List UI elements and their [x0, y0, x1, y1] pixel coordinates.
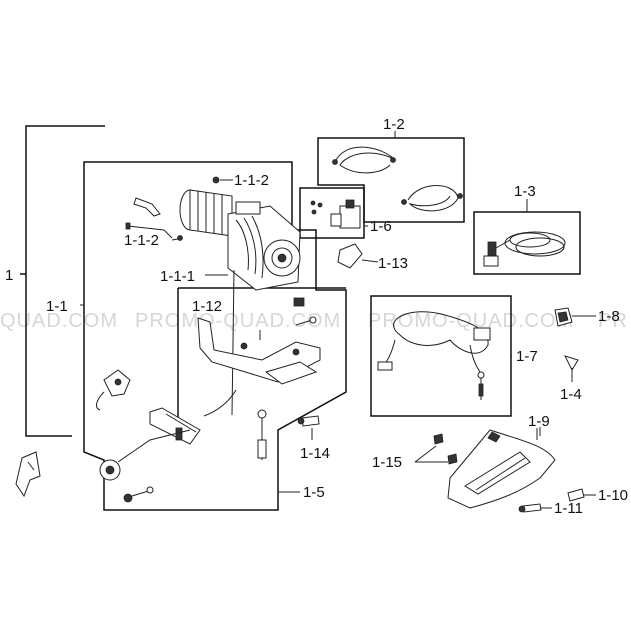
watermark-text: PROMO-QUAD.COM — [135, 310, 341, 332]
part-labels: 1 1-1 1-1-2 1-1-2 1-1-1 1-2 1-3 1-6 1-13… — [5, 116, 628, 517]
label-1-5: 1-5 — [303, 484, 325, 501]
front-arrow-icon — [15, 451, 41, 498]
label-1: 1 — [5, 267, 13, 284]
label-1-7: 1-7 — [516, 348, 538, 365]
label-1-10: 1-10 — [598, 487, 628, 504]
label-1-1: 1-1 — [46, 298, 68, 315]
group-bracket-1 — [20, 125, 105, 437]
label-1-12: 1-12 — [192, 298, 222, 315]
label-1-1-2-top: 1-1-2 — [234, 172, 269, 189]
label-1-8: 1-8 — [598, 308, 620, 325]
screws-1-10-1-11 — [518, 488, 596, 513]
watermark-layer: QUAD.COM PROMO-QUAD.COM PROMO-QUAD.COM P… — [0, 310, 628, 332]
clamp-1-13 — [337, 243, 379, 269]
cable-1-2 — [332, 146, 463, 212]
fairlead-1-5 — [99, 389, 267, 503]
switch-1-6 — [310, 199, 361, 229]
watermark-text: PROMO-QUAD.COM — [368, 310, 574, 332]
part-1-8 — [554, 307, 596, 327]
skidplate-1-9 — [447, 428, 556, 509]
label-1-15: 1-15 — [372, 454, 402, 471]
plate-1-12 — [197, 297, 321, 385]
label-1-6: 1-6 — [370, 218, 392, 235]
bolt-1-14 — [297, 415, 320, 440]
label-1-3: 1-3 — [514, 183, 536, 200]
label-1-2: 1-2 — [383, 116, 405, 133]
label-1-1-2-left: 1-1-2 — [124, 232, 159, 249]
label-1-1-1: 1-1-1 — [160, 268, 195, 285]
watermark-text: PR — [598, 310, 628, 332]
label-1-11: 1-11 — [554, 500, 583, 517]
part-1-4 — [564, 355, 579, 382]
clip-1-15 — [414, 433, 458, 465]
hook-part — [96, 369, 131, 411]
harness-1-7 — [377, 311, 491, 400]
cable-1-3 — [483, 231, 566, 267]
label-1-14: 1-14 — [300, 445, 330, 462]
label-1-9: 1-9 — [528, 413, 550, 430]
watermark-text: QUAD.COM — [0, 310, 118, 332]
box-1-6 — [299, 187, 365, 239]
label-1-13: 1-13 — [378, 255, 408, 272]
label-1-4: 1-4 — [560, 386, 582, 403]
leader-lines — [80, 131, 541, 493]
parts-1-1-2 — [125, 176, 220, 241]
winch-1-1-1 — [179, 189, 301, 416]
